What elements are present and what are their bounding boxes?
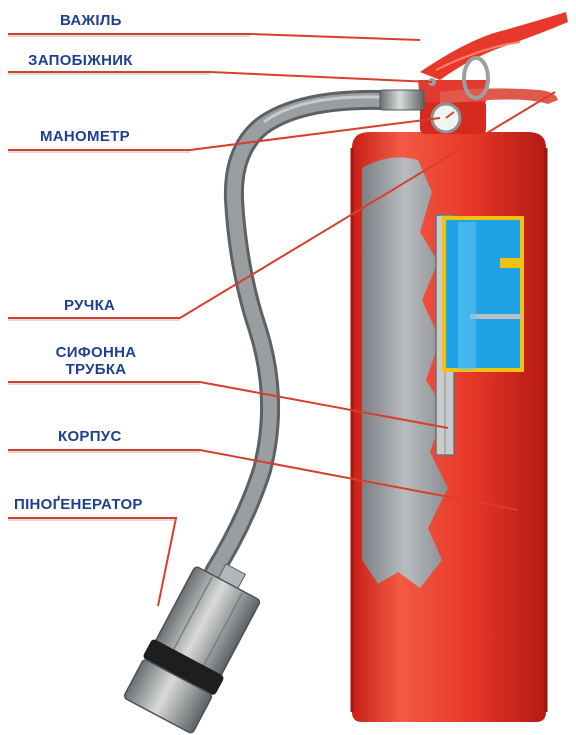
label-safety-pin: ЗАПОБІЖНИК (28, 52, 133, 69)
label-siphon-tube-line2: ТРУБКА (36, 361, 156, 378)
foam-generator (121, 550, 271, 735)
label-lever: ВАЖІЛЬ (60, 12, 122, 29)
blue-panel (444, 218, 522, 370)
label-handle: РУЧКА (64, 297, 115, 314)
label-siphon-tube: СИФОННА ТРУБКА (36, 344, 156, 378)
label-siphon-tube-line1: СИФОННА (36, 344, 156, 361)
label-body: КОРПУС (58, 428, 122, 445)
label-pressure-gauge: МАНОМЕТР (40, 128, 130, 145)
leader-foam-generator (8, 518, 176, 606)
label-foam-generator: ПІНОҐЕНЕРАТОР (14, 496, 143, 513)
leader-lever (8, 34, 420, 40)
